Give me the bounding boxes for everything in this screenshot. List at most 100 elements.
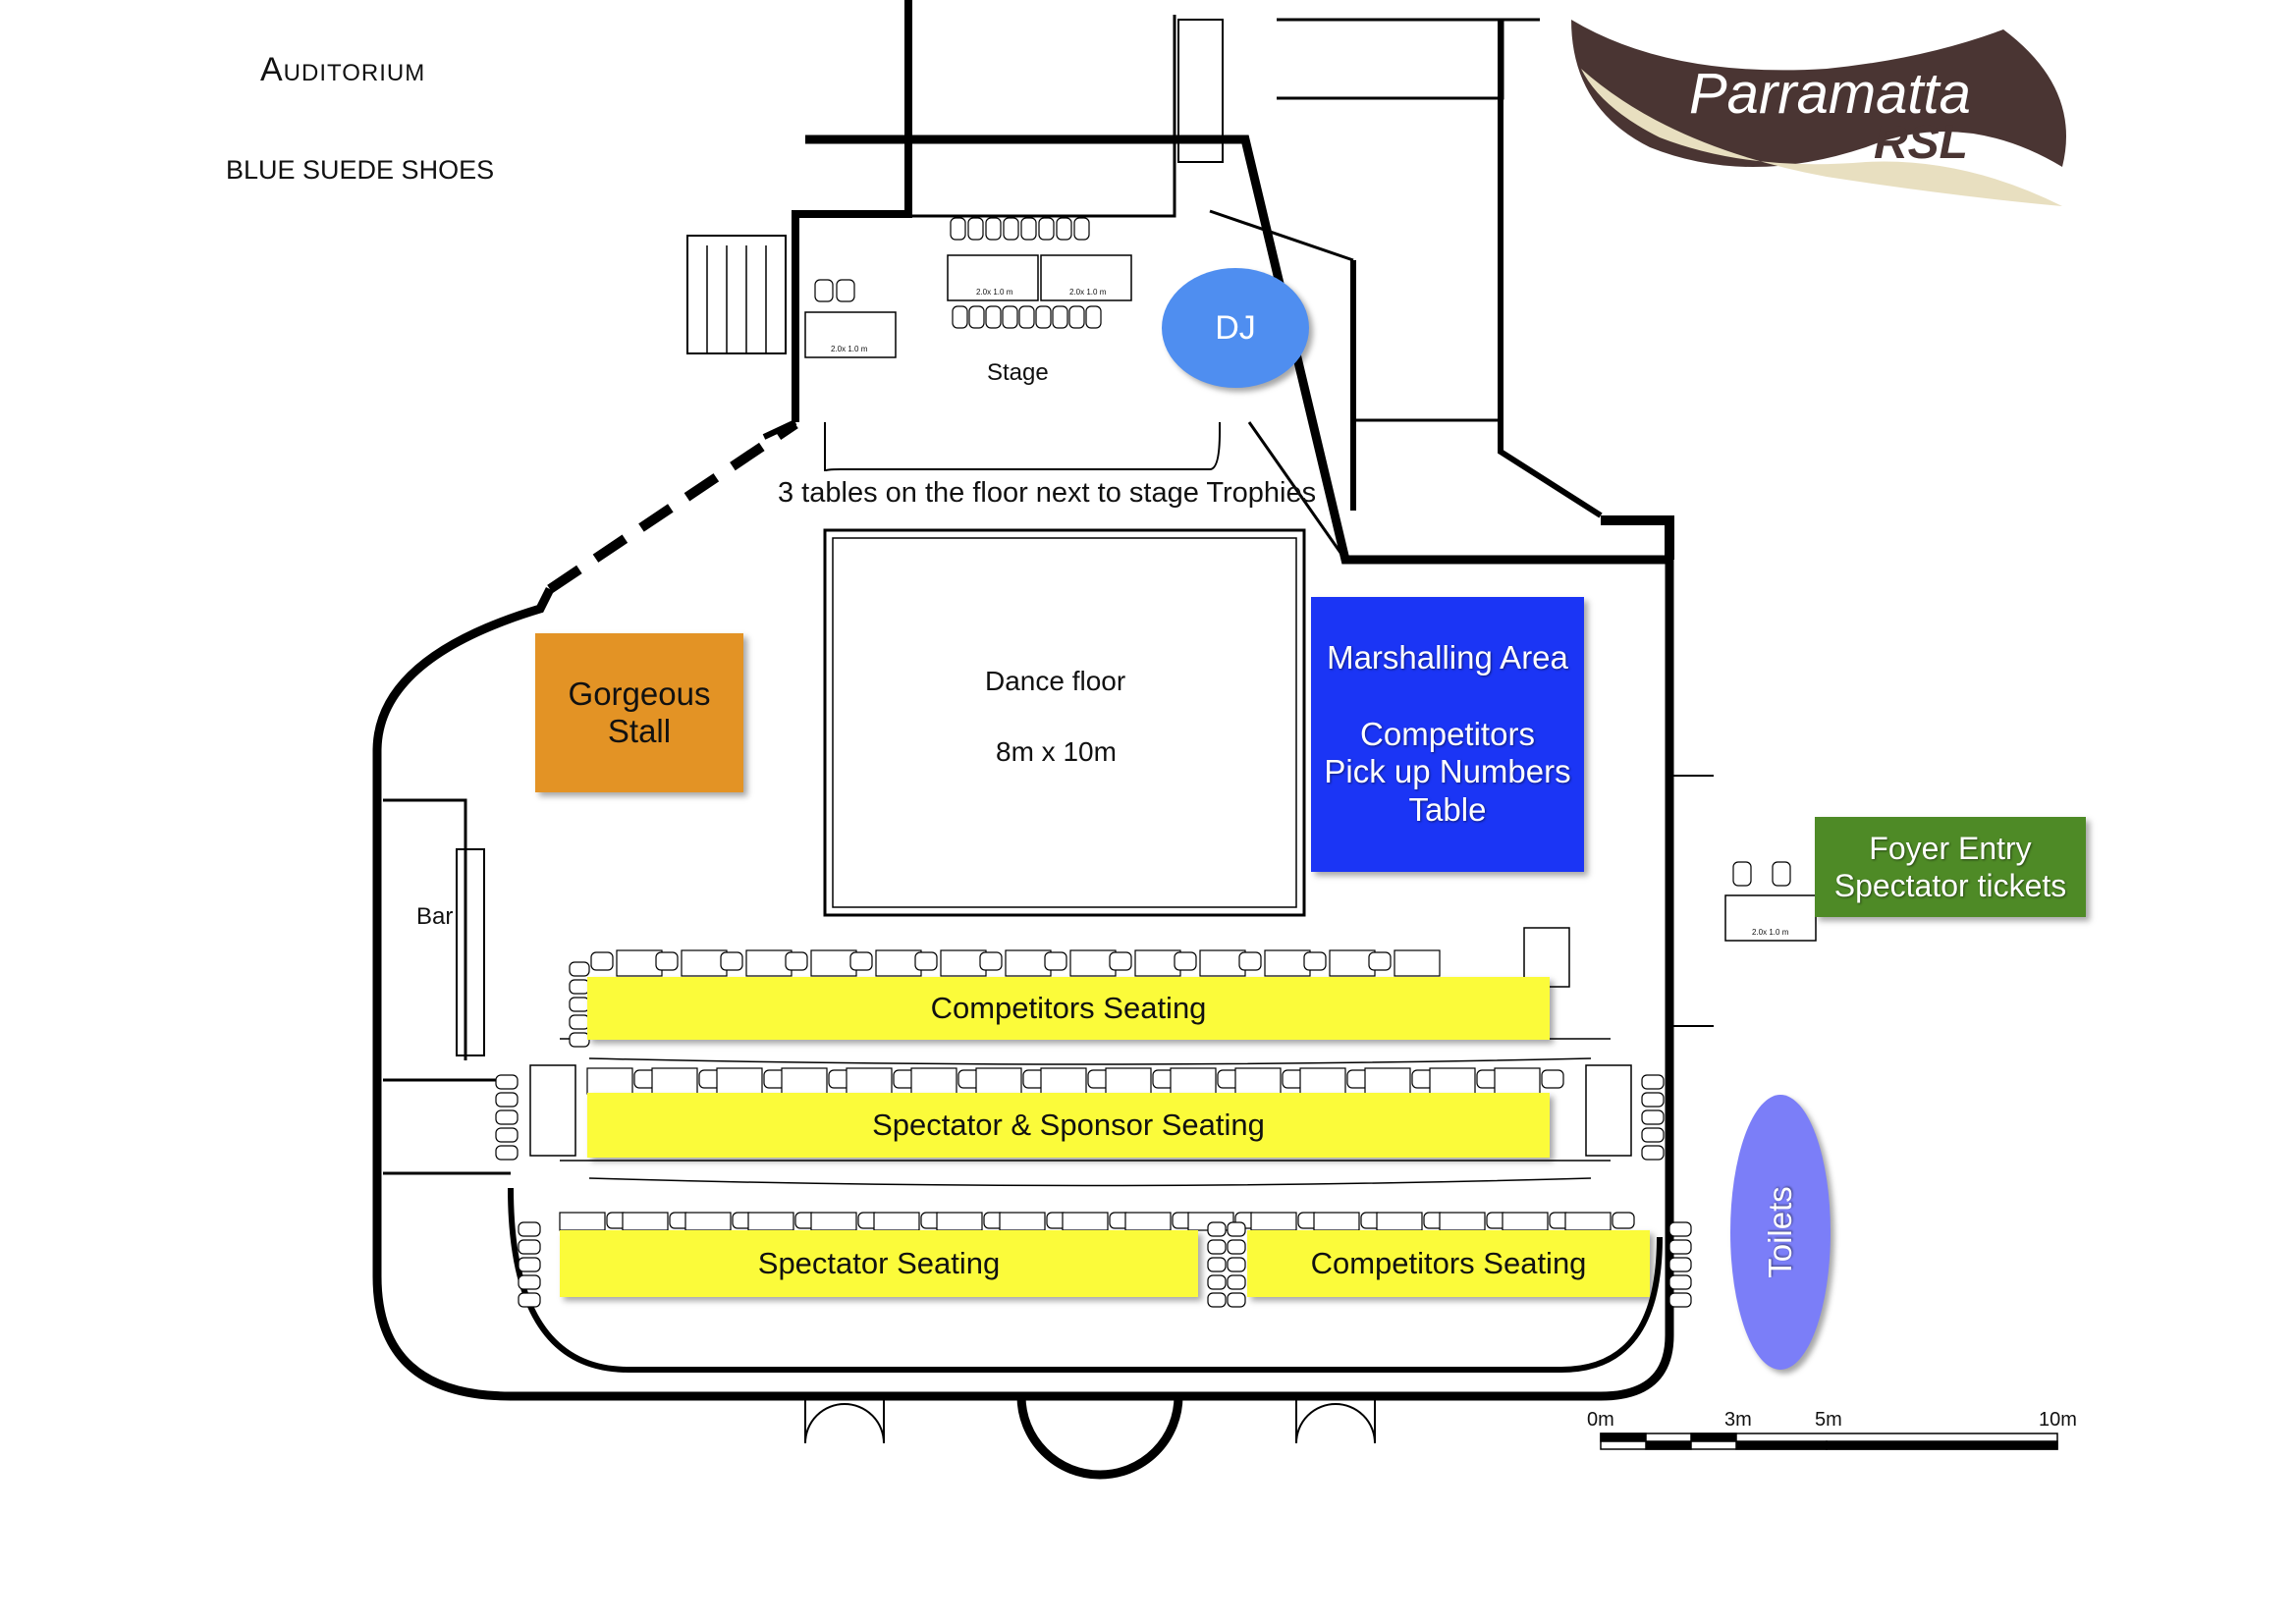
chair: [1668, 1257, 1692, 1272]
chair: [1641, 1145, 1665, 1161]
table: [1250, 1212, 1297, 1231]
chair: [1238, 951, 1262, 971]
table: [1069, 949, 1117, 977]
table: [1299, 1067, 1346, 1095]
dj-zone: DJ: [1162, 268, 1309, 388]
chair: [1020, 217, 1037, 241]
spectator-sponsor-seating: Spectator & Sponsor Seating: [587, 1093, 1550, 1158]
table: [1062, 1212, 1109, 1231]
chair: [1003, 217, 1019, 241]
chair: [495, 1074, 519, 1090]
chair: [950, 217, 966, 241]
table: [810, 1212, 857, 1231]
dance-floor-label: Dance floor: [985, 666, 1126, 696]
chair: [1227, 1239, 1246, 1255]
chair: [1368, 951, 1392, 971]
chair: [1109, 951, 1132, 971]
chair: [1207, 1239, 1227, 1255]
chair: [1068, 305, 1085, 329]
dance-floor-outline: [823, 528, 1306, 917]
chair: [1227, 1292, 1246, 1308]
scale-label-5: 5m: [1815, 1409, 1842, 1431]
competitors-seating-top: Competitors Seating: [587, 977, 1550, 1040]
chair: [1641, 1074, 1665, 1090]
table: [936, 1212, 983, 1231]
chair: [979, 951, 1003, 971]
chair: [518, 1239, 541, 1255]
logo-text-rsl: RSL: [1874, 117, 1968, 169]
table-label: 2.0x 1.0 m: [1069, 288, 1107, 297]
table: [1105, 1067, 1152, 1095]
table: [684, 1212, 732, 1231]
table: [1394, 949, 1441, 977]
chair: [569, 1014, 590, 1030]
chair: [1018, 305, 1035, 329]
table: [586, 1067, 633, 1095]
table: [875, 949, 922, 977]
table: [975, 1067, 1022, 1095]
table: [681, 949, 728, 977]
chair: [1772, 861, 1791, 887]
chair: [569, 1032, 590, 1048]
table: [745, 949, 793, 977]
chair: [1044, 951, 1067, 971]
table: [747, 1212, 794, 1231]
chair: [495, 1127, 519, 1143]
competitors-seating-bottom: Competitors Seating: [1247, 1230, 1650, 1297]
table: [1124, 1212, 1172, 1231]
bar-label: Bar: [416, 903, 454, 930]
chair: [1207, 1257, 1227, 1272]
window-wall: [547, 419, 798, 594]
stage-note: 3 tables on the floor next to stage Trop…: [778, 477, 1317, 509]
marshalling-area-zone: Marshalling Area Competitors Pick up Num…: [1311, 597, 1584, 872]
chair: [849, 951, 873, 971]
table: [651, 1067, 698, 1095]
chair: [569, 961, 590, 977]
table: [1264, 949, 1311, 977]
chair: [1207, 1274, 1227, 1290]
stage-platform: [792, 0, 912, 422]
chair: [1641, 1109, 1665, 1125]
table: [1005, 949, 1052, 977]
table: [1439, 1212, 1486, 1231]
table: [559, 1212, 606, 1231]
chair: [590, 951, 614, 971]
chair: [1056, 217, 1072, 241]
toilets-label: Toilets: [1761, 1186, 1798, 1278]
chair: [495, 1109, 519, 1125]
chair: [1227, 1257, 1246, 1272]
chair: [1641, 1092, 1665, 1108]
chair: [1174, 951, 1197, 971]
table: [1364, 1067, 1411, 1095]
toilets-zone: Toilets: [1730, 1095, 1831, 1370]
table: [999, 1212, 1046, 1231]
scale-label-10: 10m: [2039, 1409, 2077, 1431]
table: [1170, 1067, 1217, 1095]
chair: [569, 997, 590, 1012]
chair: [836, 279, 855, 302]
table: [1494, 1067, 1541, 1095]
chair: [1038, 217, 1055, 241]
foyer-entry-zone: Foyer Entry Spectator tickets: [1815, 817, 2086, 917]
chair: [518, 1292, 541, 1308]
table: [622, 1212, 669, 1231]
gorgeous-stall-zone: Gorgeous Stall: [535, 633, 743, 792]
chair: [1207, 1221, 1227, 1237]
table: [781, 1067, 828, 1095]
logo-graphic: [1571, 20, 2066, 206]
chair: [914, 951, 938, 971]
chair: [1641, 1127, 1665, 1143]
chair: [720, 951, 743, 971]
chair: [518, 1274, 541, 1290]
page-subtitle: BLUE SUEDE SHOES: [226, 155, 495, 185]
table-label: 2.0x 1.0 m: [976, 288, 1013, 297]
chair: [1732, 861, 1752, 887]
chair: [1668, 1221, 1692, 1237]
chair: [495, 1092, 519, 1108]
chair: [655, 951, 679, 971]
table: [1134, 949, 1181, 977]
chair: [1668, 1292, 1692, 1308]
table: [1429, 1067, 1476, 1095]
chair: [1668, 1239, 1692, 1255]
chair: [952, 305, 968, 329]
